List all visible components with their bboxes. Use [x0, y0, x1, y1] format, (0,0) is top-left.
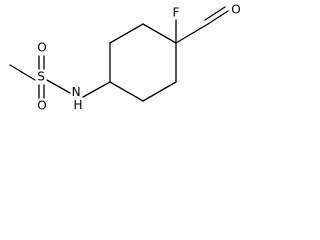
ring-bond-3 [142, 81, 177, 102]
sulfonyl-oxygen-top-label: O [37, 41, 46, 55]
n-s-bond [46, 79, 71, 94]
s-methyl-bond [9, 64, 36, 81]
sulfonyl-oxygen-bottom-label: O [37, 99, 46, 113]
nitrogen-atom-label: N [72, 85, 81, 99]
c-o-double-bond-2 [204, 6, 226, 21]
aldehyde-oxygen-label: O [231, 3, 240, 17]
ring-bond-4 [109, 81, 144, 102]
hydrogen-atom-label: H [73, 98, 82, 112]
molecule-diagram: F O N H S O O [9, 3, 241, 113]
c-n-bond [82, 81, 111, 98]
ring-bond-1 [142, 23, 177, 44]
cyclohexane-ring [109, 23, 177, 102]
sulfur-atom-label: S [37, 70, 45, 84]
fluorine-atom-label: F [173, 6, 180, 20]
ring-bond-6 [109, 23, 144, 44]
c-cho-bond [175, 23, 209, 44]
nh-label: N H [72, 85, 85, 112]
c-o-double-bond-1 [207, 10, 229, 25]
